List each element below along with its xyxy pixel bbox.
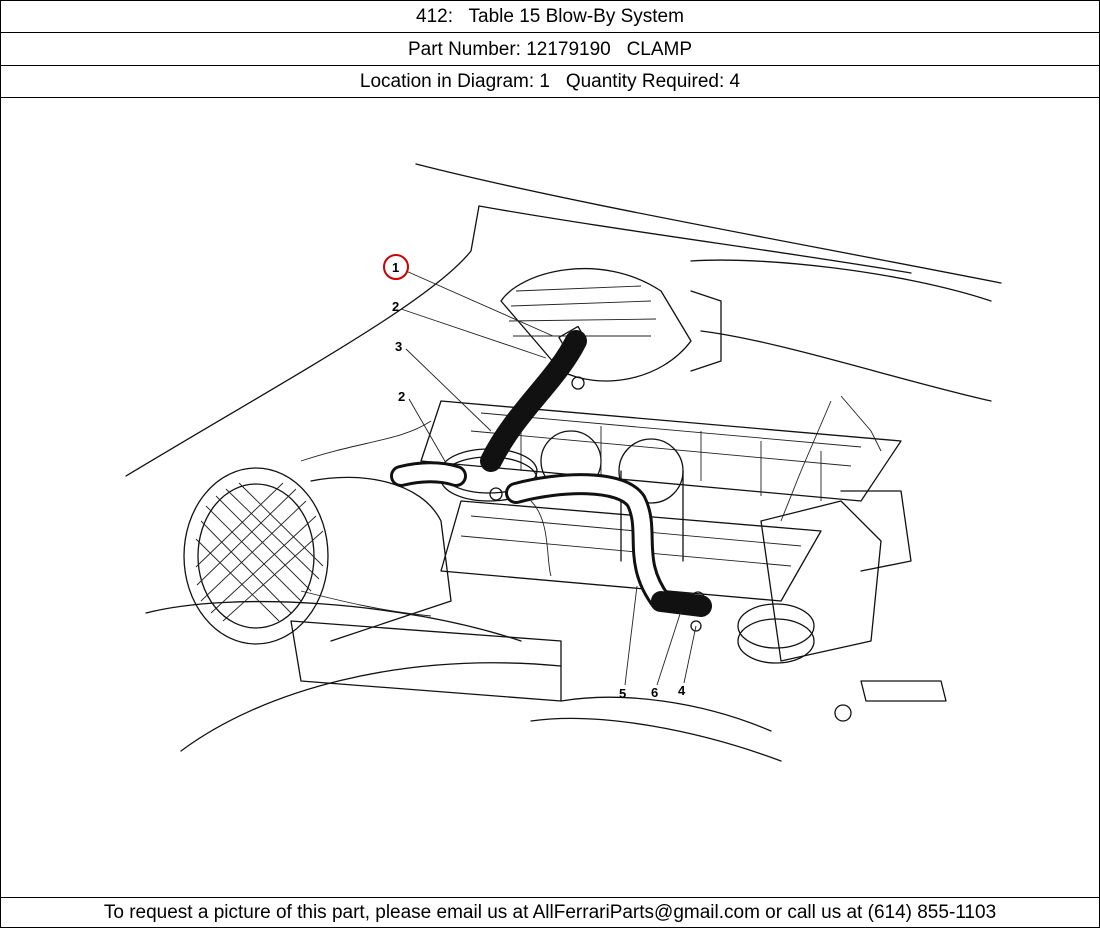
engine-bay-drawing: 1 2 3 2 5 6 4 bbox=[125, 163, 1002, 762]
cylinder-heads bbox=[420, 400, 902, 602]
right-components bbox=[530, 490, 947, 762]
rear-intake bbox=[500, 268, 722, 382]
contact-footer: To request a picture of this part, pleas… bbox=[103, 902, 997, 923]
callout-5[interactable]: 5 bbox=[619, 686, 626, 701]
callout-1[interactable]: 1 bbox=[392, 260, 399, 275]
blow-by-hose-upper bbox=[480, 330, 587, 472]
callout-1-highlight-ring bbox=[383, 254, 409, 280]
parts-diagram: 1 2 3 2 5 6 4 bbox=[1, 98, 1099, 898]
blow-by-hose-main bbox=[505, 473, 712, 617]
callout-4[interactable]: 4 bbox=[678, 683, 686, 698]
callout-2b[interactable]: 2 bbox=[398, 389, 405, 404]
hose-clamps bbox=[489, 325, 705, 632]
page-title: 412: Table 15 Blow-By System bbox=[1, 1, 1099, 33]
part-number-line: Part Number: 12179190 CLAMP bbox=[1, 33, 1099, 66]
location-quantity-line: Location in Diagram: 1 Quantity Required… bbox=[1, 66, 1099, 98]
left-air-filter bbox=[183, 467, 562, 702]
breather-housing bbox=[390, 448, 538, 502]
callout-6[interactable]: 6 bbox=[651, 685, 658, 700]
callout-3[interactable]: 3 bbox=[395, 339, 402, 354]
callout-2a[interactable]: 2 bbox=[392, 299, 399, 314]
